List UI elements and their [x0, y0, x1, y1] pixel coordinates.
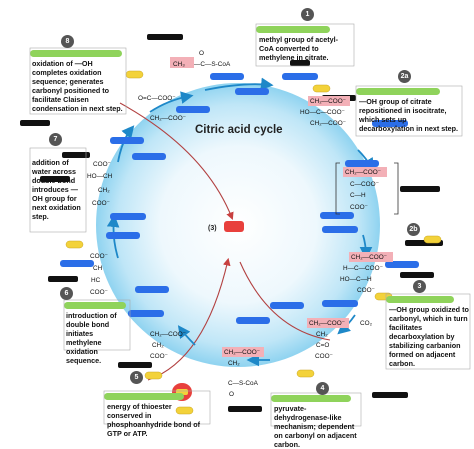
svg-text:C—S-CoA: C—S-CoA	[228, 380, 259, 387]
svg-text:COO⁻: COO⁻	[150, 353, 168, 360]
cycle-title: Citric acid cycle	[195, 124, 283, 136]
svg-text:COO⁻: COO⁻	[350, 204, 368, 211]
step-2b-badge: 2b	[407, 223, 420, 236]
step-3-note: —OH group oxidized to carbonyl, which in…	[389, 305, 469, 368]
step-3-badge: 3	[413, 280, 426, 293]
svg-text:CH₂: CH₂	[152, 342, 164, 349]
black-label-bars	[20, 34, 443, 412]
svg-text:HO—C—H: HO—C—H	[340, 276, 372, 283]
step-8-note: oxidation of —OH completes oxidation seq…	[32, 59, 123, 113]
svg-text:CO₂: CO₂	[360, 320, 373, 327]
svg-text:CH₂—COO⁻: CH₂—COO⁻	[224, 349, 260, 356]
svg-text:HC: HC	[91, 277, 101, 284]
step-5-note: energy of thioester conserved in phospho…	[107, 402, 201, 438]
svg-text:COO⁻: COO⁻	[357, 287, 375, 294]
svg-text:O: O	[199, 50, 204, 57]
svg-text:C=O: C=O	[316, 342, 329, 349]
step-4-badge: 4	[316, 382, 329, 395]
svg-text:CH₂—COO⁻: CH₂—COO⁻	[310, 98, 346, 105]
step-2a-badge: 2a	[398, 70, 411, 83]
svg-text:CH₂: CH₂	[316, 331, 328, 338]
svg-text:COO⁻: COO⁻	[93, 161, 111, 168]
svg-text:O=C—COO⁻: O=C—COO⁻	[138, 95, 176, 102]
step-4-note: pyruvate-dehydrogenase-like mechanism; d…	[274, 404, 357, 449]
svg-text:CH₂—COO⁻: CH₂—COO⁻	[351, 254, 387, 261]
svg-text:COO⁻: COO⁻	[315, 353, 333, 360]
svg-text:CH₃: CH₃	[173, 61, 185, 68]
svg-text:CH₂—COO⁻: CH₂—COO⁻	[310, 120, 346, 127]
step-6-badge: 6	[60, 287, 73, 300]
cycle-arrow-8	[149, 91, 194, 113]
svg-text:COO⁻: COO⁻	[90, 253, 108, 260]
svg-text:CH₂: CH₂	[98, 187, 110, 194]
step-2a-note: —OH group of citrate repositioned in iso…	[359, 97, 459, 133]
center-red-marker	[224, 221, 244, 232]
step-7-note: addition of water across double bond int…	[32, 158, 81, 221]
svg-text:HO—CH: HO—CH	[87, 173, 113, 180]
svg-text:COO⁻: COO⁻	[90, 289, 108, 296]
svg-text:C—COO⁻: C—COO⁻	[350, 181, 379, 188]
pink-highlights	[170, 57, 393, 357]
svg-text:H—C—COO⁻: H—C—COO⁻	[343, 265, 383, 272]
step-8-badge: 8	[61, 35, 74, 48]
svg-text:CH₂—COO⁻: CH₂—COO⁻	[345, 169, 381, 176]
step-5-badge: 5	[130, 371, 143, 384]
step-6-note: introduction of double bond initiates me…	[66, 311, 117, 365]
svg-text:CH₂—COO⁻: CH₂—COO⁻	[309, 320, 345, 327]
svg-text:C—H: C—H	[350, 192, 366, 199]
cycle-arrow-5	[177, 325, 196, 346]
bracket-left	[335, 162, 340, 215]
step-7-badge: 7	[49, 133, 62, 146]
red-arrow-top	[119, 102, 234, 221]
red-arrow-bottom-right	[239, 261, 331, 341]
svg-text:COO⁻: COO⁻	[92, 200, 110, 207]
svg-text:CH₂: CH₂	[228, 360, 240, 367]
cycle-arrow-1	[204, 77, 274, 91]
chem-structures: CH₃ —C—S-CoA O O=C—COO⁻ CH₂—COO⁻ CH₂—COO…	[87, 50, 387, 398]
center-step-label: (3)	[208, 225, 217, 232]
svg-text:HO—C—COO⁻: HO—C—COO⁻	[300, 109, 345, 116]
green-highlights	[30, 26, 454, 402]
svg-text:CH₂—COO⁻: CH₂—COO⁻	[150, 115, 186, 122]
blue-label-bars	[60, 73, 419, 324]
svg-text:—C—S-CoA: —C—S-CoA	[194, 61, 231, 68]
svg-text:CH: CH	[93, 265, 103, 272]
step-1-badge: 1	[301, 8, 314, 21]
note-frames	[29, 23, 471, 427]
svg-text:O: O	[229, 391, 234, 398]
svg-text:CH₂—COO⁻: CH₂—COO⁻	[150, 331, 186, 338]
yellow-pills	[65, 70, 442, 415]
step-1-note: methyl group of acetyl-CoA converted to …	[259, 35, 339, 62]
bracket-right	[394, 162, 399, 215]
